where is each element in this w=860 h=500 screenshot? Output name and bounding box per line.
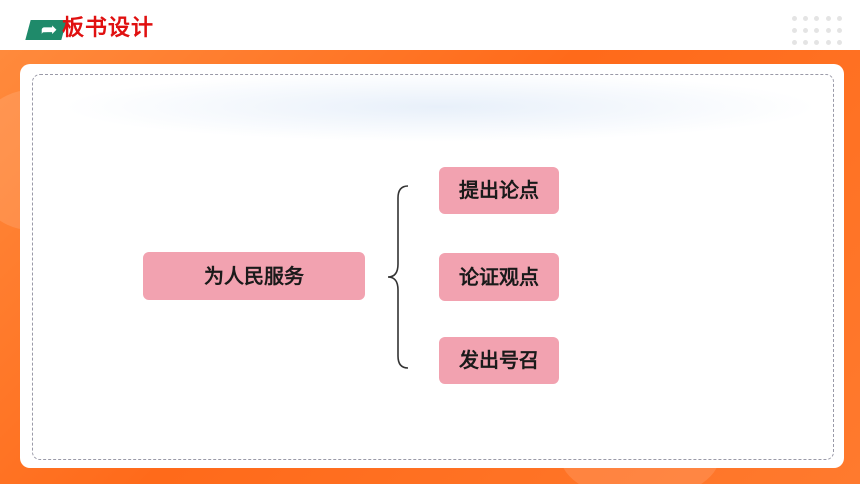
- page-title: 板书设计: [62, 16, 155, 41]
- runner-icon: ➦: [40, 17, 58, 41]
- header-bar: [20, 6, 856, 48]
- main-topic-box: 为人民服务: [143, 252, 365, 300]
- branch-box-1: 提出论点: [439, 167, 559, 214]
- curly-brace: [387, 185, 409, 369]
- cloud-decoration: [60, 72, 820, 142]
- branch-box-3: 发出号召: [439, 337, 559, 384]
- branch-box-2: 论证观点: [439, 253, 559, 301]
- slide: ➦ 板书设计 为人民服务 提出论点 论证观点 发出号召: [0, 6, 860, 484]
- dot-grid-decoration: [792, 16, 844, 48]
- dashed-border: [32, 74, 834, 460]
- title-badge: ➦ 板书设计: [25, 14, 160, 44]
